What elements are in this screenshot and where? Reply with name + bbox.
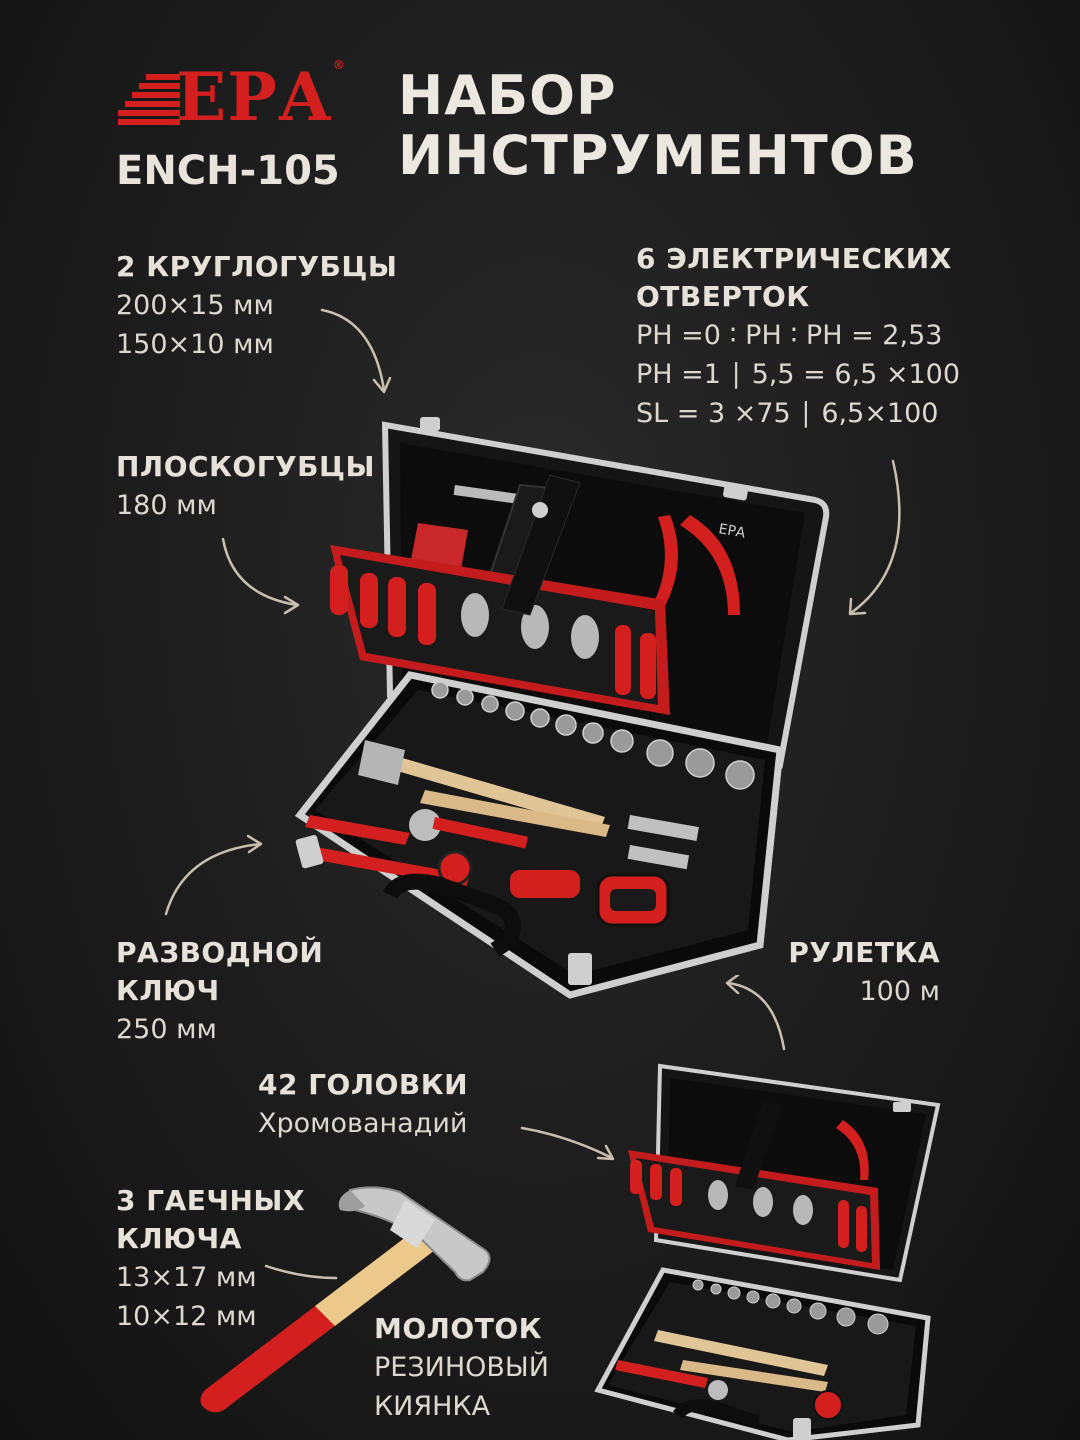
tool-case-small-image	[594, 1063, 941, 1440]
feature-hammer: МОЛОТОК РЕЗИНОВЫЙ КИЯНКА	[374, 1310, 549, 1426]
brand-name: ЕРА	[176, 58, 333, 136]
title-line-1: НАБОР	[398, 64, 617, 127]
arrow-flat-pliers-icon	[221, 537, 300, 615]
feature-tape-measure: РУЛЕТКА 100 м	[788, 934, 940, 1011]
feature-title: КЛЮЧ	[116, 974, 220, 1007]
feature-title: 3 ГАЕЧНЫХ	[116, 1184, 306, 1217]
feature-screwdrivers: 6 ЭЛЕКТРИЧЕСКИХ ОТВЕРТОК PH =0 ∶ PH ∶ PH…	[636, 240, 960, 433]
feature-round-pliers: 2 КРУГЛОГУБЦЫ 200×15 мм 150×10 мм	[116, 248, 397, 364]
feature-flat-pliers: ПЛОСКОГУБЦЫ 180 мм	[116, 448, 375, 525]
page-title: НАБОР ИНСТРУМЕНТОВ	[398, 66, 918, 186]
arrow-round-pliers-icon	[320, 308, 392, 394]
feature-line: 250 мм	[116, 1014, 217, 1045]
feature-line: 150×10 мм	[116, 329, 274, 360]
arrow-wrenches-icon	[264, 1264, 338, 1280]
hammer-image	[200, 1186, 491, 1413]
arrow-adjustable-wrench-icon	[164, 834, 263, 916]
feature-line: 10×12 мм	[116, 1301, 257, 1332]
feature-line: PH =1 ∣ 5,5 = 6,5 ×100	[636, 359, 961, 390]
arrow-sockets-icon	[520, 1126, 615, 1161]
feature-line: КИЯНКА	[374, 1391, 491, 1422]
tool-case-main-image: ЕРА	[294, 417, 830, 999]
feature-title: МОЛОТОК	[374, 1312, 543, 1345]
title-line-2: ИНСТРУМЕНТОВ	[398, 124, 918, 187]
feature-title: 42 ГОЛОВКИ	[258, 1068, 469, 1101]
feature-title: ПЛОСКОГУБЦЫ	[116, 450, 375, 483]
feature-line: 180 мм	[116, 490, 217, 521]
feature-line: Хромованадий	[258, 1108, 468, 1139]
arrow-tape-measure-icon	[725, 975, 786, 1051]
arrow-screwdrivers-icon	[848, 459, 901, 616]
model-number: ENCH-105	[116, 148, 340, 194]
feature-adjustable-wrench: РАЗВОДНОЙ КЛЮЧ 250 мм	[116, 934, 323, 1049]
feature-title: 6 ЭЛЕКТРИЧЕСКИХ	[636, 242, 952, 275]
feature-sockets: 42 ГОЛОВКИ Хромованадий	[258, 1066, 468, 1143]
feature-line: PH =0 ∶ PH ∶ PH = 2,53	[636, 320, 943, 351]
feature-title: РАЗВОДНОЙ	[116, 936, 324, 969]
feature-line: 200×15 мм	[116, 290, 274, 321]
feature-title: РУЛЕТКА	[788, 936, 940, 969]
case-brand-mark: ЕРА	[717, 521, 747, 541]
feature-line: 13×17 мм	[116, 1262, 257, 1293]
registered-mark: ®	[332, 58, 346, 72]
brand-logo: ЕРА®	[118, 58, 348, 136]
feature-line: SL = 3 ×75 ∣ 6,5×100	[636, 398, 939, 429]
feature-line: 100 м	[859, 976, 941, 1007]
feature-title: 2 КРУГЛОГУБЦЫ	[116, 250, 398, 283]
logo-stripes-icon	[118, 74, 180, 125]
feature-title: ОТВЕРТОК	[636, 280, 810, 313]
feature-title: КЛЮЧА	[116, 1222, 242, 1255]
feature-wrenches: 3 ГАЕЧНЫХ КЛЮЧА 13×17 мм 10×12 мм	[116, 1182, 305, 1336]
feature-line: РЕЗИНОВЫЙ	[374, 1352, 549, 1383]
